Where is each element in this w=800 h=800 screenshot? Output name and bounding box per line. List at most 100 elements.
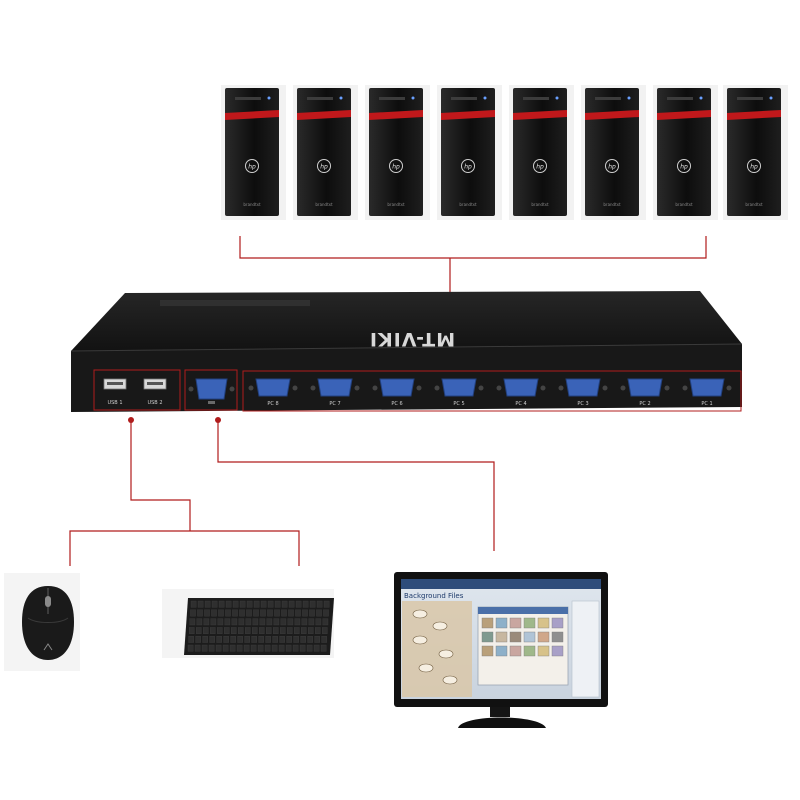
tower-model-label: brandtxt [745,202,763,207]
monitor-vga-port [188,378,235,404]
keyboard-key [252,618,259,626]
tower-body [369,88,423,216]
tower-power-led [627,96,631,100]
monitor-vga-port-group [184,369,238,411]
vga-connector [565,378,601,397]
keyboard-key [238,627,244,634]
keyboard-key [322,618,329,626]
tower-brand-label: hp [608,164,616,171]
peripherals-connectors [69,417,495,566]
color-swatch [523,645,536,657]
keyboard-key [281,600,288,608]
tower-power-led [769,96,773,100]
pc-port-label: PC 4 [515,401,526,407]
vga-connector [379,378,415,397]
keyboard-key [295,600,302,608]
keyboard-key [251,636,257,643]
keyboard-key [187,644,194,652]
keyboard-key [244,636,250,643]
vga-screw [354,385,360,391]
color-swatch [551,617,564,629]
keyboard-key [278,644,285,652]
usb-drop-line [130,420,191,531]
keyboard-key [190,600,197,608]
vga-screw [310,385,316,391]
color-swatch [495,645,508,657]
color-swatch [537,631,550,643]
vga-screw [620,385,626,391]
hp-logo-icon [389,159,403,173]
keyboard-key [188,636,194,643]
keyboard-key [292,644,299,652]
keyboard-key [260,600,267,608]
color-swatch [509,617,522,629]
keyboard-key [218,600,225,608]
vga-screw [416,385,422,391]
tower-body [727,88,781,216]
keyboard-key [280,627,286,634]
vga-screw [292,385,298,391]
tower-drive-slot [595,97,621,100]
keyboard-key [265,636,271,643]
keyboard-key [281,609,287,617]
vga-connector [317,378,353,397]
mouse-logo-icon [43,643,53,651]
keyboard-key [287,618,294,626]
keyboard-key [301,618,308,626]
tower-power-led [267,96,271,100]
mouse-scroll-wheel [45,596,51,607]
keyboard-key [252,627,258,634]
hp-logo-icon [605,159,619,173]
pc-vga-port: PC 3 [558,378,608,407]
keyboard-key [274,600,281,608]
vga-connector [255,378,291,397]
tower-power-led [339,96,343,100]
keyboard-key [208,644,215,652]
pc-vga-port: PC 7 [310,378,360,407]
keyboard-key [314,636,320,643]
keyboard-key [286,636,292,643]
hp-logo-icon [461,159,475,173]
keyboard-key [195,636,201,643]
usb-port: USB 1 [103,378,127,406]
hp-logo-icon [245,159,259,173]
usb-port-label: USB 1 [107,400,122,406]
screen-left-panel [402,601,472,697]
keyboard-key [243,644,250,652]
screen-color-swatches [481,617,564,657]
keyboard-key [323,609,329,617]
tower-power-led [699,96,703,100]
vga-screw [248,385,254,391]
keyboard-key [250,644,257,652]
keyboard-key [308,618,315,626]
tower-red-stripe [657,110,711,120]
vga-screw [540,385,546,391]
vga-screw [602,385,608,391]
monitor-stand-base [458,717,546,728]
vga-screw [372,385,378,391]
vga-connector [503,378,539,397]
keyboard-key [230,636,236,643]
screen-node [432,621,448,631]
vga-connector [441,378,477,397]
keyboard-key [238,618,245,626]
monitor-neck [490,707,510,717]
tower-model-label: brandtxt [315,202,333,207]
keyboard-key [271,644,278,652]
keyboard-key [229,644,236,652]
keyboard-key [224,627,230,634]
keyboard-key [299,644,306,652]
keyboard-key [225,600,232,608]
keyboard-key [309,600,316,608]
pc-port-label: PC 8 [267,401,278,407]
color-swatch [551,645,564,657]
color-swatch [481,645,494,657]
tower-red-stripe [441,110,495,120]
tower-body [441,88,495,216]
tower-drive-slot [667,97,693,100]
keyboard-key [316,609,322,617]
keyboard-key [307,636,313,643]
keyboard-key [216,636,222,643]
tower-body [585,88,639,216]
